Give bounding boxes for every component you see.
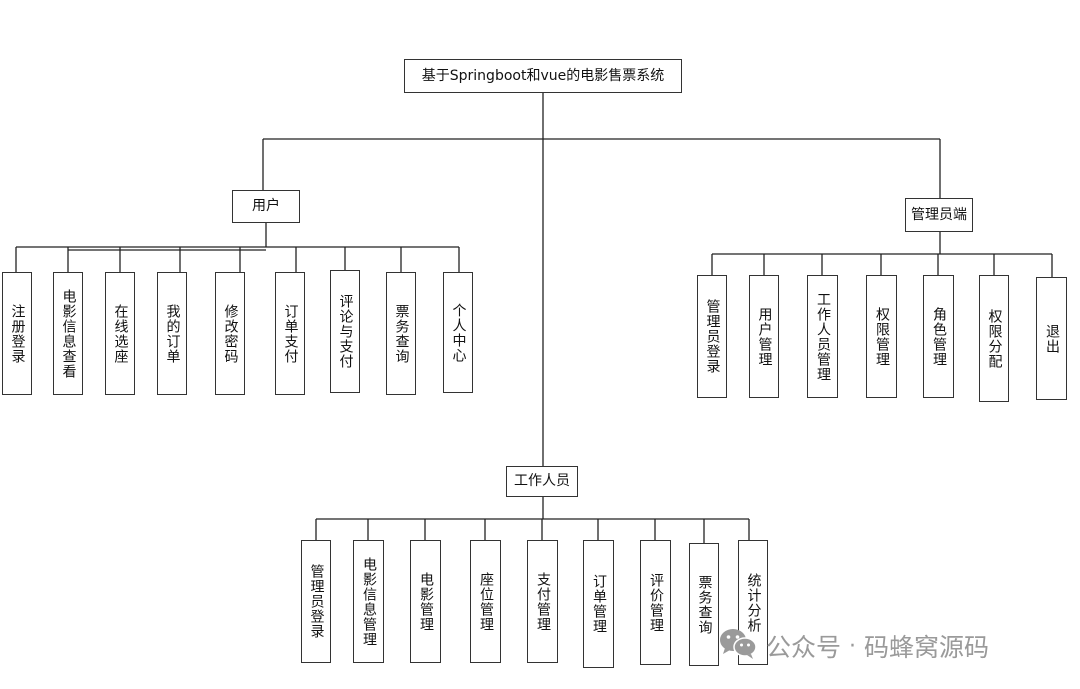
system-title: 基于Springboot和vue的电影售票系统: [404, 59, 682, 93]
staff-leaf-admin-login: 管理员登录: [301, 540, 331, 663]
admin-node: 管理员端: [905, 198, 973, 232]
user-node: 用户: [232, 190, 300, 223]
admin-leaf-user-management: 用户管理: [749, 275, 779, 398]
admin-leaf-role-management: 角色管理: [923, 275, 954, 398]
admin-leaf-exit: 退出: [1036, 277, 1067, 400]
wechat-icon: [718, 626, 758, 666]
staff-leaf-review-management: 评价管理: [640, 540, 671, 665]
user-leaf-comment-payment: 评论与支付: [330, 270, 360, 393]
staff-leaf-ticket-query: 票务查询: [689, 543, 719, 666]
user-leaf-register-login: 注册登录: [2, 272, 32, 395]
user-leaf-seat-selection: 在线选座: [105, 272, 135, 395]
watermark-text: 公众号: [766, 633, 842, 662]
user-leaf-ticket-query: 票务查询: [386, 272, 416, 395]
staff-leaf-seat-management: 座位管理: [470, 540, 501, 663]
user-leaf-movie-info: 电影信息查看: [53, 272, 83, 395]
staff-leaf-movie-info-management: 电影信息管理: [353, 540, 384, 663]
watermark-separator: ·: [849, 633, 857, 659]
staff-leaf-payment-management: 支付管理: [527, 540, 558, 663]
staff-node: 工作人员: [506, 466, 578, 497]
watermark: 公众号 · 码蜂窝源码: [718, 626, 989, 666]
admin-leaf-staff-management: 工作人员管理: [807, 275, 838, 398]
user-leaf-my-orders: 我的订单: [157, 272, 187, 395]
staff-leaf-order-management: 订单管理: [583, 540, 614, 668]
admin-leaf-admin-login: 管理员登录: [697, 275, 727, 398]
user-leaf-order-payment: 订单支付: [275, 272, 305, 395]
watermark-name: 码蜂窝源码: [864, 633, 990, 662]
user-leaf-change-password: 修改密码: [215, 272, 245, 395]
admin-leaf-permission-assignment: 权限分配: [979, 275, 1009, 402]
staff-leaf-movie-management: 电影管理: [410, 540, 441, 663]
user-leaf-personal-center: 个人中心: [443, 272, 473, 393]
admin-leaf-permission-management: 权限管理: [866, 275, 897, 398]
